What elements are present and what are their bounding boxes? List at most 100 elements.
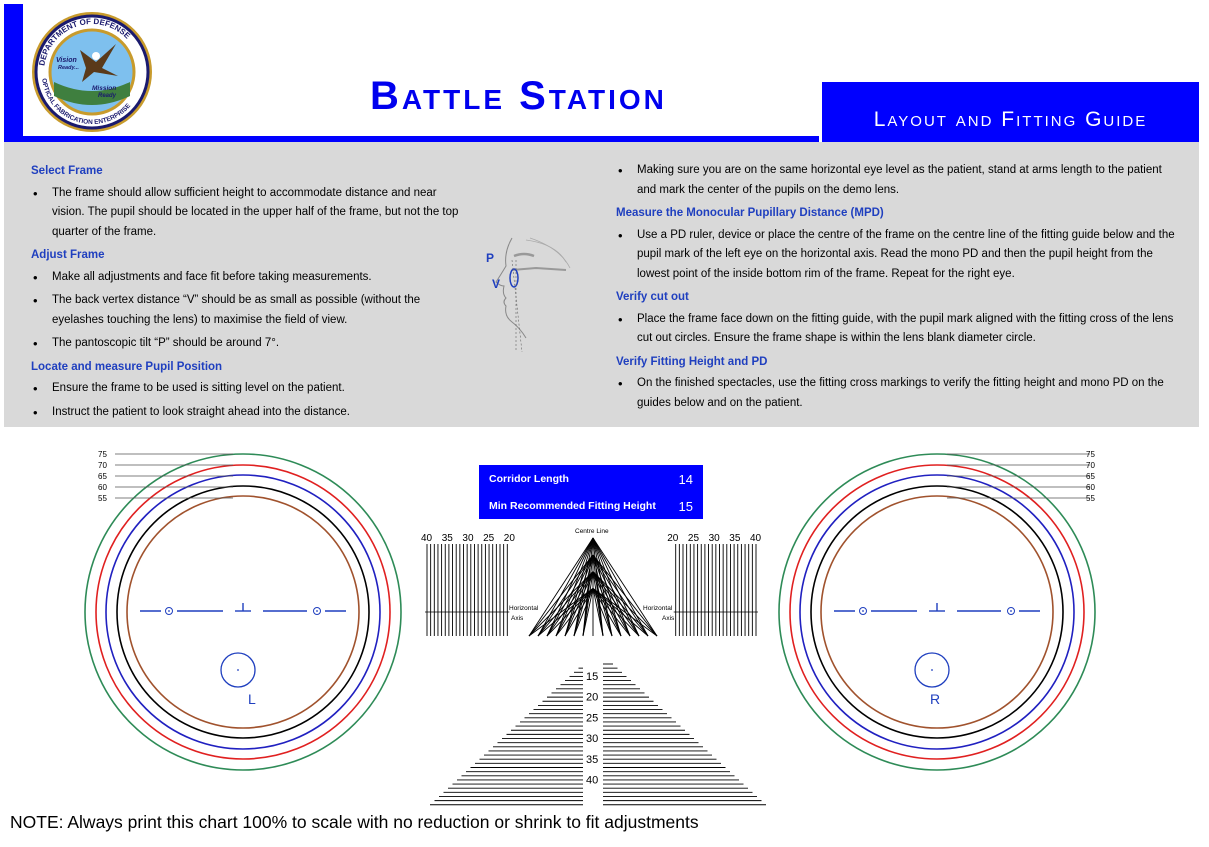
pupil-target-centre [168, 610, 170, 612]
centre-fan-line [592, 588, 649, 637]
centre-fan-line [582, 588, 594, 637]
logo-motto-2: Ready... [58, 65, 79, 71]
horizontal-axis-label: Axis [662, 615, 675, 622]
left-eye-label: L [248, 691, 256, 707]
centre-fan-line [528, 588, 594, 637]
lens-diameter-ring [116, 485, 370, 739]
near-zone-circle [220, 652, 256, 688]
diameter-label: 70 [1086, 461, 1095, 470]
centre-fan-line [592, 588, 658, 637]
pantoscopic-tilt-label: P [486, 251, 494, 265]
corridor-length-value: 14 [678, 471, 693, 487]
centre-fan-line [546, 554, 594, 637]
centre-fan-line [592, 588, 631, 637]
centre-fan-line [528, 571, 594, 637]
centre-fan-line [592, 537, 649, 637]
centre-fan-line [592, 571, 631, 637]
instructions-panel: Select Frame The frame should allow suff… [4, 142, 1199, 427]
diameter-label: 75 [98, 450, 107, 459]
fitting-height-label: 35 [586, 754, 598, 766]
pd-scale-label: 40 [421, 533, 433, 544]
header-rule [4, 136, 819, 142]
centre-fan-line [555, 588, 594, 637]
pupil-target-centre [1010, 610, 1012, 612]
fitting-height-label: 25 [586, 712, 598, 724]
centre-fan-line [592, 537, 613, 637]
centre-fan-line [592, 588, 613, 637]
horizontal-axis-label: Axis [511, 615, 524, 622]
pd-scale-label: 30 [709, 533, 721, 544]
list-item: On the finished spectacles, use the fitt… [616, 374, 1184, 413]
centre-fan-line [555, 554, 594, 637]
centre-fan-line [592, 571, 658, 637]
pupil-target [165, 607, 173, 615]
diameter-label: 65 [1086, 472, 1095, 481]
centre-fan-line [592, 571, 640, 637]
centre-fan-line [564, 537, 594, 637]
centre-fan-line [546, 571, 594, 637]
list-item: The back vertex distance “V” should be a… [31, 291, 452, 330]
centre-fan-line [592, 588, 640, 637]
fitting-height-value: 15 [678, 498, 693, 514]
centre-fan-line [592, 588, 622, 637]
fitting-height-row: Min Recommended Fitting Height 15 [489, 496, 693, 516]
page-title: Battle Station [370, 74, 667, 118]
diameter-label: 60 [1086, 483, 1095, 492]
dod-seal-logo: DEPARTMENT OF DEFENSE OPTICAL FABRICATIO… [32, 12, 152, 132]
lens-diameter-ring [95, 464, 391, 760]
fitting-height-label: 20 [586, 692, 598, 704]
face-profile-illustration: P V [486, 237, 571, 353]
centre-fan-line [564, 588, 594, 637]
lens-diameter-ring [105, 474, 381, 750]
centre-line-label: Centre Line [575, 528, 609, 535]
pupil-target [859, 607, 867, 615]
section-heading: Select Frame [31, 165, 103, 177]
centre-fan-line [555, 571, 594, 637]
pd-scale-label: 40 [750, 533, 762, 544]
fitting-height-label: Min Recommended Fitting Height [489, 500, 656, 512]
centre-fan-line [528, 554, 594, 637]
centre-fan-line [564, 571, 594, 637]
section-heading: Adjust Frame [31, 249, 105, 261]
section-heading: Locate and measure Pupil Position [31, 360, 223, 373]
list-item: Place the frame face down on the fitting… [616, 310, 1184, 349]
lens-diameter-ring [778, 453, 1096, 771]
centre-fan-line [592, 537, 622, 637]
pd-scale-label: 25 [483, 533, 495, 544]
right-eye-label: R [930, 691, 940, 707]
corridor-length-label: Corridor Length [489, 473, 569, 485]
pd-scale-label: 30 [462, 533, 474, 544]
centre-fan-line [592, 537, 640, 637]
logo-motto-1: Vision [56, 57, 77, 64]
pupil-target [1007, 607, 1015, 615]
logo-motto-4: Ready [98, 93, 117, 99]
centre-fan-line [592, 571, 604, 637]
corridor-info-box: Corridor Length 14 Min Recommended Fitti… [479, 465, 703, 519]
diameter-label: 70 [98, 461, 107, 470]
fitting-height-label: 15 [586, 671, 598, 683]
list-item: The frame should allow sufficient height… [31, 184, 471, 243]
centre-fan-line [528, 537, 594, 637]
centre-fan-line [546, 588, 594, 637]
pupil-target-centre [862, 610, 864, 612]
centre-fan-line [537, 537, 594, 637]
lens-diameter-ring [820, 495, 1054, 729]
pd-scale-label: 20 [504, 533, 516, 544]
diameter-label: 60 [98, 483, 107, 492]
centre-fan-line [592, 588, 604, 637]
lens-diameter-ring [84, 453, 402, 771]
centre-fan-line [592, 554, 631, 637]
instructions-left-column: Select Frame The frame should allow suff… [31, 160, 471, 426]
lens-diameter-ring [126, 495, 360, 729]
list-item: Ensure the frame to be used is sitting l… [31, 379, 471, 399]
pupil-target [313, 607, 321, 615]
page-subtitle: Layout and Fitting Guide [873, 108, 1148, 131]
logo-motto-3: Mission [92, 85, 116, 92]
centre-fan-line [537, 588, 594, 637]
near-zone-centre [931, 669, 933, 671]
centre-fan-line [592, 537, 658, 637]
